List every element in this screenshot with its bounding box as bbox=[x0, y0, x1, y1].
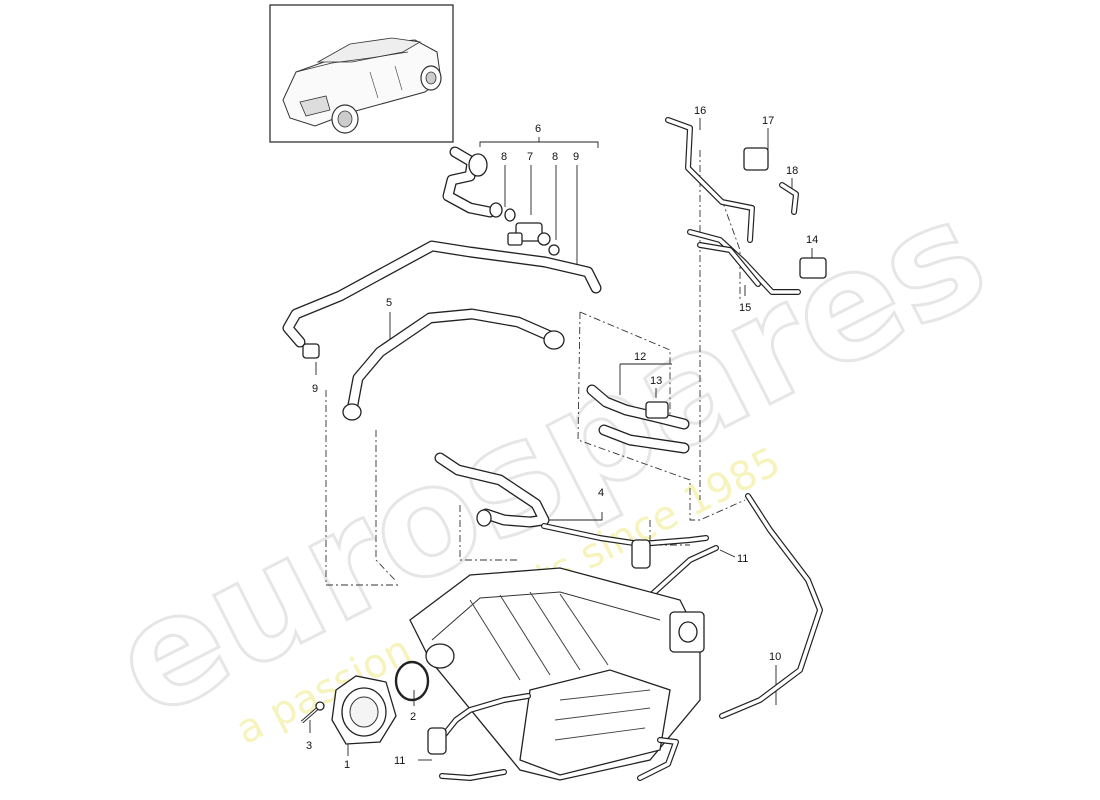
callout-5: 5 bbox=[386, 297, 392, 309]
pipe-16-15 bbox=[665, 117, 827, 295]
callout-8-right: 8 bbox=[552, 151, 558, 163]
hose-4 bbox=[434, 452, 709, 569]
callout-1: 1 bbox=[344, 759, 350, 771]
hose-assembly-6 bbox=[442, 146, 560, 256]
hose-5 bbox=[342, 308, 565, 421]
callout-16: 16 bbox=[694, 105, 706, 117]
intake-manifold bbox=[409, 567, 705, 781]
callout-7: 7 bbox=[527, 151, 533, 163]
callout-9-left: 9 bbox=[312, 383, 318, 395]
sensor-line-11 bbox=[427, 693, 679, 781]
hose-12 bbox=[586, 384, 690, 454]
screw-3 bbox=[300, 701, 325, 724]
callout-10: 10 bbox=[769, 651, 781, 663]
callout-13: 13 bbox=[650, 375, 662, 387]
callout-14: 14 bbox=[806, 234, 818, 246]
callout-17: 17 bbox=[762, 115, 774, 127]
callout-15: 15 bbox=[739, 302, 751, 314]
callout-11-right: 11 bbox=[737, 553, 748, 565]
callout-6: 6 bbox=[535, 123, 541, 135]
gasket-2 bbox=[394, 660, 430, 702]
throttle-body-1 bbox=[331, 675, 397, 745]
leader-lines bbox=[309, 118, 813, 761]
callout-12: 12 bbox=[634, 351, 646, 363]
callouts: 1 2 3 4 5 6 7 8 8 9 9 10 11 11 12 13 14 … bbox=[306, 105, 818, 771]
vehicle-thumbnail bbox=[269, 4, 454, 143]
callout-9-top: 9 bbox=[573, 151, 579, 163]
callout-11-bottom: 11 bbox=[394, 755, 405, 767]
callout-18: 18 bbox=[786, 165, 798, 177]
callout-8-left: 8 bbox=[501, 151, 507, 163]
callout-2: 2 bbox=[410, 711, 416, 723]
callout-4: 4 bbox=[598, 487, 604, 499]
hose-9 bbox=[282, 240, 602, 359]
hose-10 bbox=[719, 493, 823, 719]
callout-3: 3 bbox=[306, 740, 312, 752]
